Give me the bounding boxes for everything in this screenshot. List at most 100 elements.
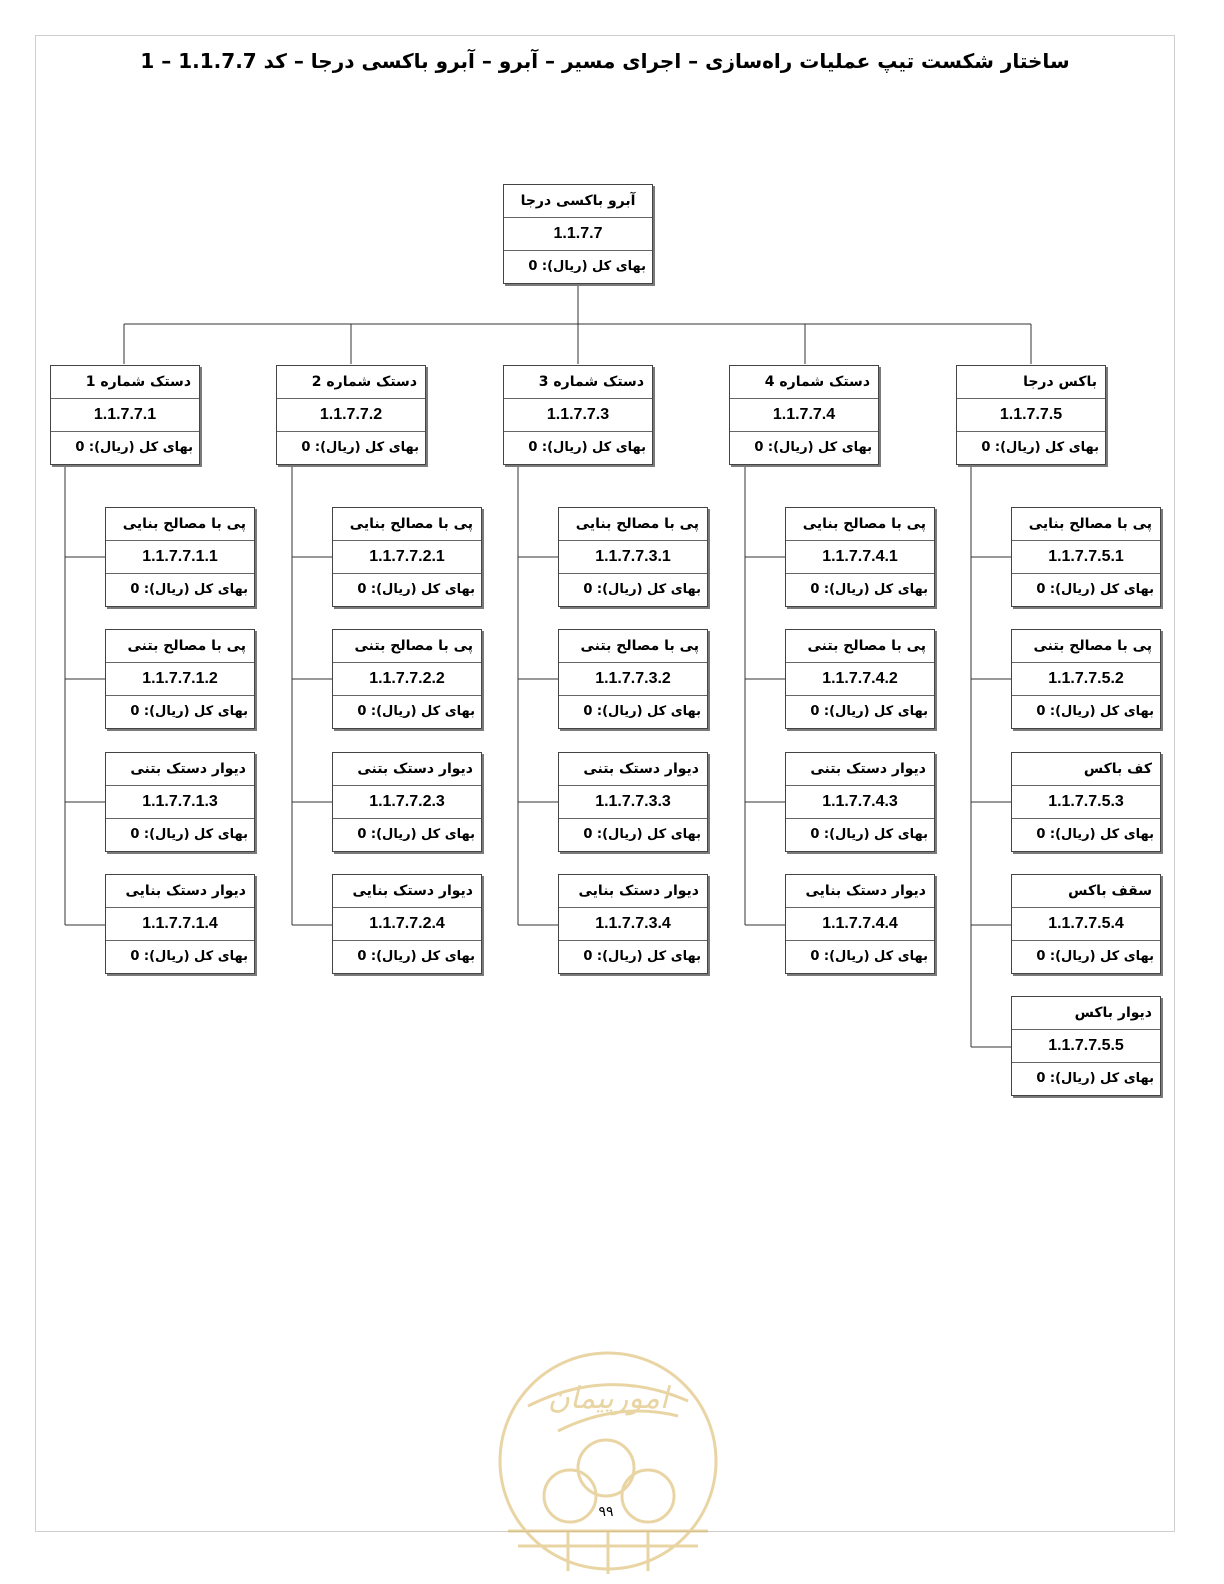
node-cost: بهای کل (ریال): 0 bbox=[754, 440, 872, 455]
node-code: 1.1.7.7.1.3 bbox=[106, 786, 254, 819]
child-node: دیوار دستک بنایی 1.1.7.7.4.4 بهای کل (ری… bbox=[785, 874, 935, 974]
child-node: پی با مصالح بنایی 1.1.7.7.4.1 بهای کل (ر… bbox=[785, 507, 935, 607]
node-name: باکس درجا bbox=[957, 366, 1105, 399]
node-name: پی با مصالح بنایی bbox=[559, 508, 707, 541]
node-name: دیوار دستک بتنی bbox=[559, 753, 707, 786]
node-code: 1.1.7.7.1.2 bbox=[106, 663, 254, 696]
child-node: پی با مصالح بتنی 1.1.7.7.1.2 بهای کل (ری… bbox=[105, 629, 255, 729]
node-code: 1.1.7.7.3.3 bbox=[559, 786, 707, 819]
node-code: 1.1.7.7.4.4 bbox=[786, 908, 934, 941]
node-cost: بهای کل (ریال): 0 bbox=[583, 582, 701, 597]
child-node: پی با مصالح بتنی 1.1.7.7.5.2 بهای کل (ری… bbox=[1011, 629, 1161, 729]
node-name: دیوار دستک بتنی bbox=[333, 753, 481, 786]
node-code: 1.1.7.7.5.3 bbox=[1012, 786, 1160, 819]
node-cost: بهای کل (ریال): 0 bbox=[130, 827, 248, 842]
node-code: 1.1.7.7.5.4 bbox=[1012, 908, 1160, 941]
child-node: دیوار دستک بنایی 1.1.7.7.3.4 بهای کل (ری… bbox=[558, 874, 708, 974]
child-node: کف باکس 1.1.7.7.5.3 بهای کل (ریال): 0 bbox=[1011, 752, 1161, 852]
node-code: 1.1.7.7 bbox=[504, 218, 652, 251]
node-cost: بهای کل (ریال): 0 bbox=[357, 827, 475, 842]
node-name: دیوار دستک بنایی bbox=[333, 875, 481, 908]
node-cost: بهای کل (ریال): 0 bbox=[583, 949, 701, 964]
node-name: پی با مصالح بنایی bbox=[106, 508, 254, 541]
node-code: 1.1.7.7.5.5 bbox=[1012, 1030, 1160, 1063]
child-node: دیوار دستک بنایی 1.1.7.7.2.4 بهای کل (ری… bbox=[332, 874, 482, 974]
group-node-3: دستک شماره 3 1.1.7.7.3 بهای کل (ریال): 0 bbox=[503, 365, 653, 465]
page-title: ساختار شکست تیپ عملیات راه‌سازی – اجرای … bbox=[140, 49, 1070, 73]
child-node: پی با مصالح بنایی 1.1.7.7.5.1 بهای کل (ر… bbox=[1011, 507, 1161, 607]
node-cost: بهای کل (ریال): 0 bbox=[130, 949, 248, 964]
node-code: 1.1.7.7.3.1 bbox=[559, 541, 707, 574]
node-name: دیوار دستک بتنی bbox=[106, 753, 254, 786]
child-node: دیوار دستک بتنی 1.1.7.7.4.3 بهای کل (ریا… bbox=[785, 752, 935, 852]
node-code: 1.1.7.7.3 bbox=[504, 399, 652, 432]
node-name: پی با مصالح بنایی bbox=[1012, 508, 1160, 541]
child-node: پی با مصالح بتنی 1.1.7.7.3.2 بهای کل (ری… bbox=[558, 629, 708, 729]
group-node-4: دستک شماره 4 1.1.7.7.4 بهای کل (ریال): 0 bbox=[729, 365, 879, 465]
node-name: دیوار دستک بنایی bbox=[559, 875, 707, 908]
node-name: آبرو باکسی درجا bbox=[504, 185, 652, 218]
node-name: دستک شماره 4 bbox=[730, 366, 878, 399]
node-name: دیوار باکس bbox=[1012, 997, 1160, 1030]
node-code: 1.1.7.7.5.2 bbox=[1012, 663, 1160, 696]
node-name: دستک شماره 2 bbox=[277, 366, 425, 399]
node-code: 1.1.7.7.2.2 bbox=[333, 663, 481, 696]
node-cost: بهای کل (ریال): 0 bbox=[130, 704, 248, 719]
node-cost: بهای کل (ریال): 0 bbox=[357, 704, 475, 719]
node-cost: بهای کل (ریال): 0 bbox=[301, 440, 419, 455]
group-node-2: دستک شماره 2 1.1.7.7.2 بهای کل (ریال): 0 bbox=[276, 365, 426, 465]
node-code: 1.1.7.7.2 bbox=[277, 399, 425, 432]
node-cost: بهای کل (ریال): 0 bbox=[583, 704, 701, 719]
node-cost: بهای کل (ریال): 0 bbox=[981, 440, 1099, 455]
page-number: ۹۹ bbox=[598, 1504, 614, 1520]
node-name: پی با مصالح بنایی bbox=[786, 508, 934, 541]
node-name: دستک شماره 3 bbox=[504, 366, 652, 399]
node-cost: بهای کل (ریال): 0 bbox=[810, 704, 928, 719]
node-code: 1.1.7.7.4.3 bbox=[786, 786, 934, 819]
child-node: دیوار دستک بتنی 1.1.7.7.2.3 بهای کل (ریا… bbox=[332, 752, 482, 852]
child-node: دیوار باکس 1.1.7.7.5.5 بهای کل (ریال): 0 bbox=[1011, 996, 1161, 1096]
group-node-5: باکس درجا 1.1.7.7.5 بهای کل (ریال): 0 bbox=[956, 365, 1106, 465]
child-node: پی با مصالح بنایی 1.1.7.7.3.1 بهای کل (ر… bbox=[558, 507, 708, 607]
node-code: 1.1.7.7.2.4 bbox=[333, 908, 481, 941]
watermark-logo: امورپیمان bbox=[498, 1351, 718, 1574]
node-code: 1.1.7.7.3.4 bbox=[559, 908, 707, 941]
node-code: 1.1.7.7.1.1 bbox=[106, 541, 254, 574]
node-cost: بهای کل (ریال): 0 bbox=[528, 259, 646, 274]
node-name: پی با مصالح بتنی bbox=[106, 630, 254, 663]
node-cost: بهای کل (ریال): 0 bbox=[357, 582, 475, 597]
node-code: 1.1.7.7.3.2 bbox=[559, 663, 707, 696]
node-code: 1.1.7.7.1.4 bbox=[106, 908, 254, 941]
child-node: دیوار دستک بنایی 1.1.7.7.1.4 بهای کل (ری… bbox=[105, 874, 255, 974]
watermark-text: امورپیمان bbox=[548, 1381, 672, 1416]
node-cost: بهای کل (ریال): 0 bbox=[810, 949, 928, 964]
node-cost: بهای کل (ریال): 0 bbox=[1036, 1071, 1154, 1086]
group-node-1: دستک شماره 1 1.1.7.7.1 بهای کل (ریال): 0 bbox=[50, 365, 200, 465]
node-name: پی با مصالح بنایی bbox=[333, 508, 481, 541]
node-cost: بهای کل (ریال): 0 bbox=[528, 440, 646, 455]
node-code: 1.1.7.7.5.1 bbox=[1012, 541, 1160, 574]
node-cost: بهای کل (ریال): 0 bbox=[810, 582, 928, 597]
node-code: 1.1.7.7.2.3 bbox=[333, 786, 481, 819]
child-node: پی با مصالح بتنی 1.1.7.7.2.2 بهای کل (ری… bbox=[332, 629, 482, 729]
node-name: پی با مصالح بتنی bbox=[333, 630, 481, 663]
node-name: پی با مصالح بتنی bbox=[559, 630, 707, 663]
node-cost: بهای کل (ریال): 0 bbox=[1036, 704, 1154, 719]
node-cost: بهای کل (ریال): 0 bbox=[1036, 827, 1154, 842]
node-name: دستک شماره 1 bbox=[51, 366, 199, 399]
child-node: سقف باکس 1.1.7.7.5.4 بهای کل (ریال): 0 bbox=[1011, 874, 1161, 974]
node-cost: بهای کل (ریال): 0 bbox=[130, 582, 248, 597]
child-node: دیوار دستک بتنی 1.1.7.7.3.3 بهای کل (ریا… bbox=[558, 752, 708, 852]
child-node: پی با مصالح بتنی 1.1.7.7.4.2 بهای کل (ری… bbox=[785, 629, 935, 729]
node-code: 1.1.7.7.2.1 bbox=[333, 541, 481, 574]
node-name: پی با مصالح بتنی bbox=[786, 630, 934, 663]
node-code: 1.1.7.7.1 bbox=[51, 399, 199, 432]
node-code: 1.1.7.7.4 bbox=[730, 399, 878, 432]
node-cost: بهای کل (ریال): 0 bbox=[75, 440, 193, 455]
child-node: پی با مصالح بنایی 1.1.7.7.1.1 بهای کل (ر… bbox=[105, 507, 255, 607]
node-cost: بهای کل (ریال): 0 bbox=[810, 827, 928, 842]
node-cost: بهای کل (ریال): 0 bbox=[357, 949, 475, 964]
node-code: 1.1.7.7.4.1 bbox=[786, 541, 934, 574]
root-node: آبرو باکسی درجا 1.1.7.7 بهای کل (ریال): … bbox=[503, 184, 653, 284]
